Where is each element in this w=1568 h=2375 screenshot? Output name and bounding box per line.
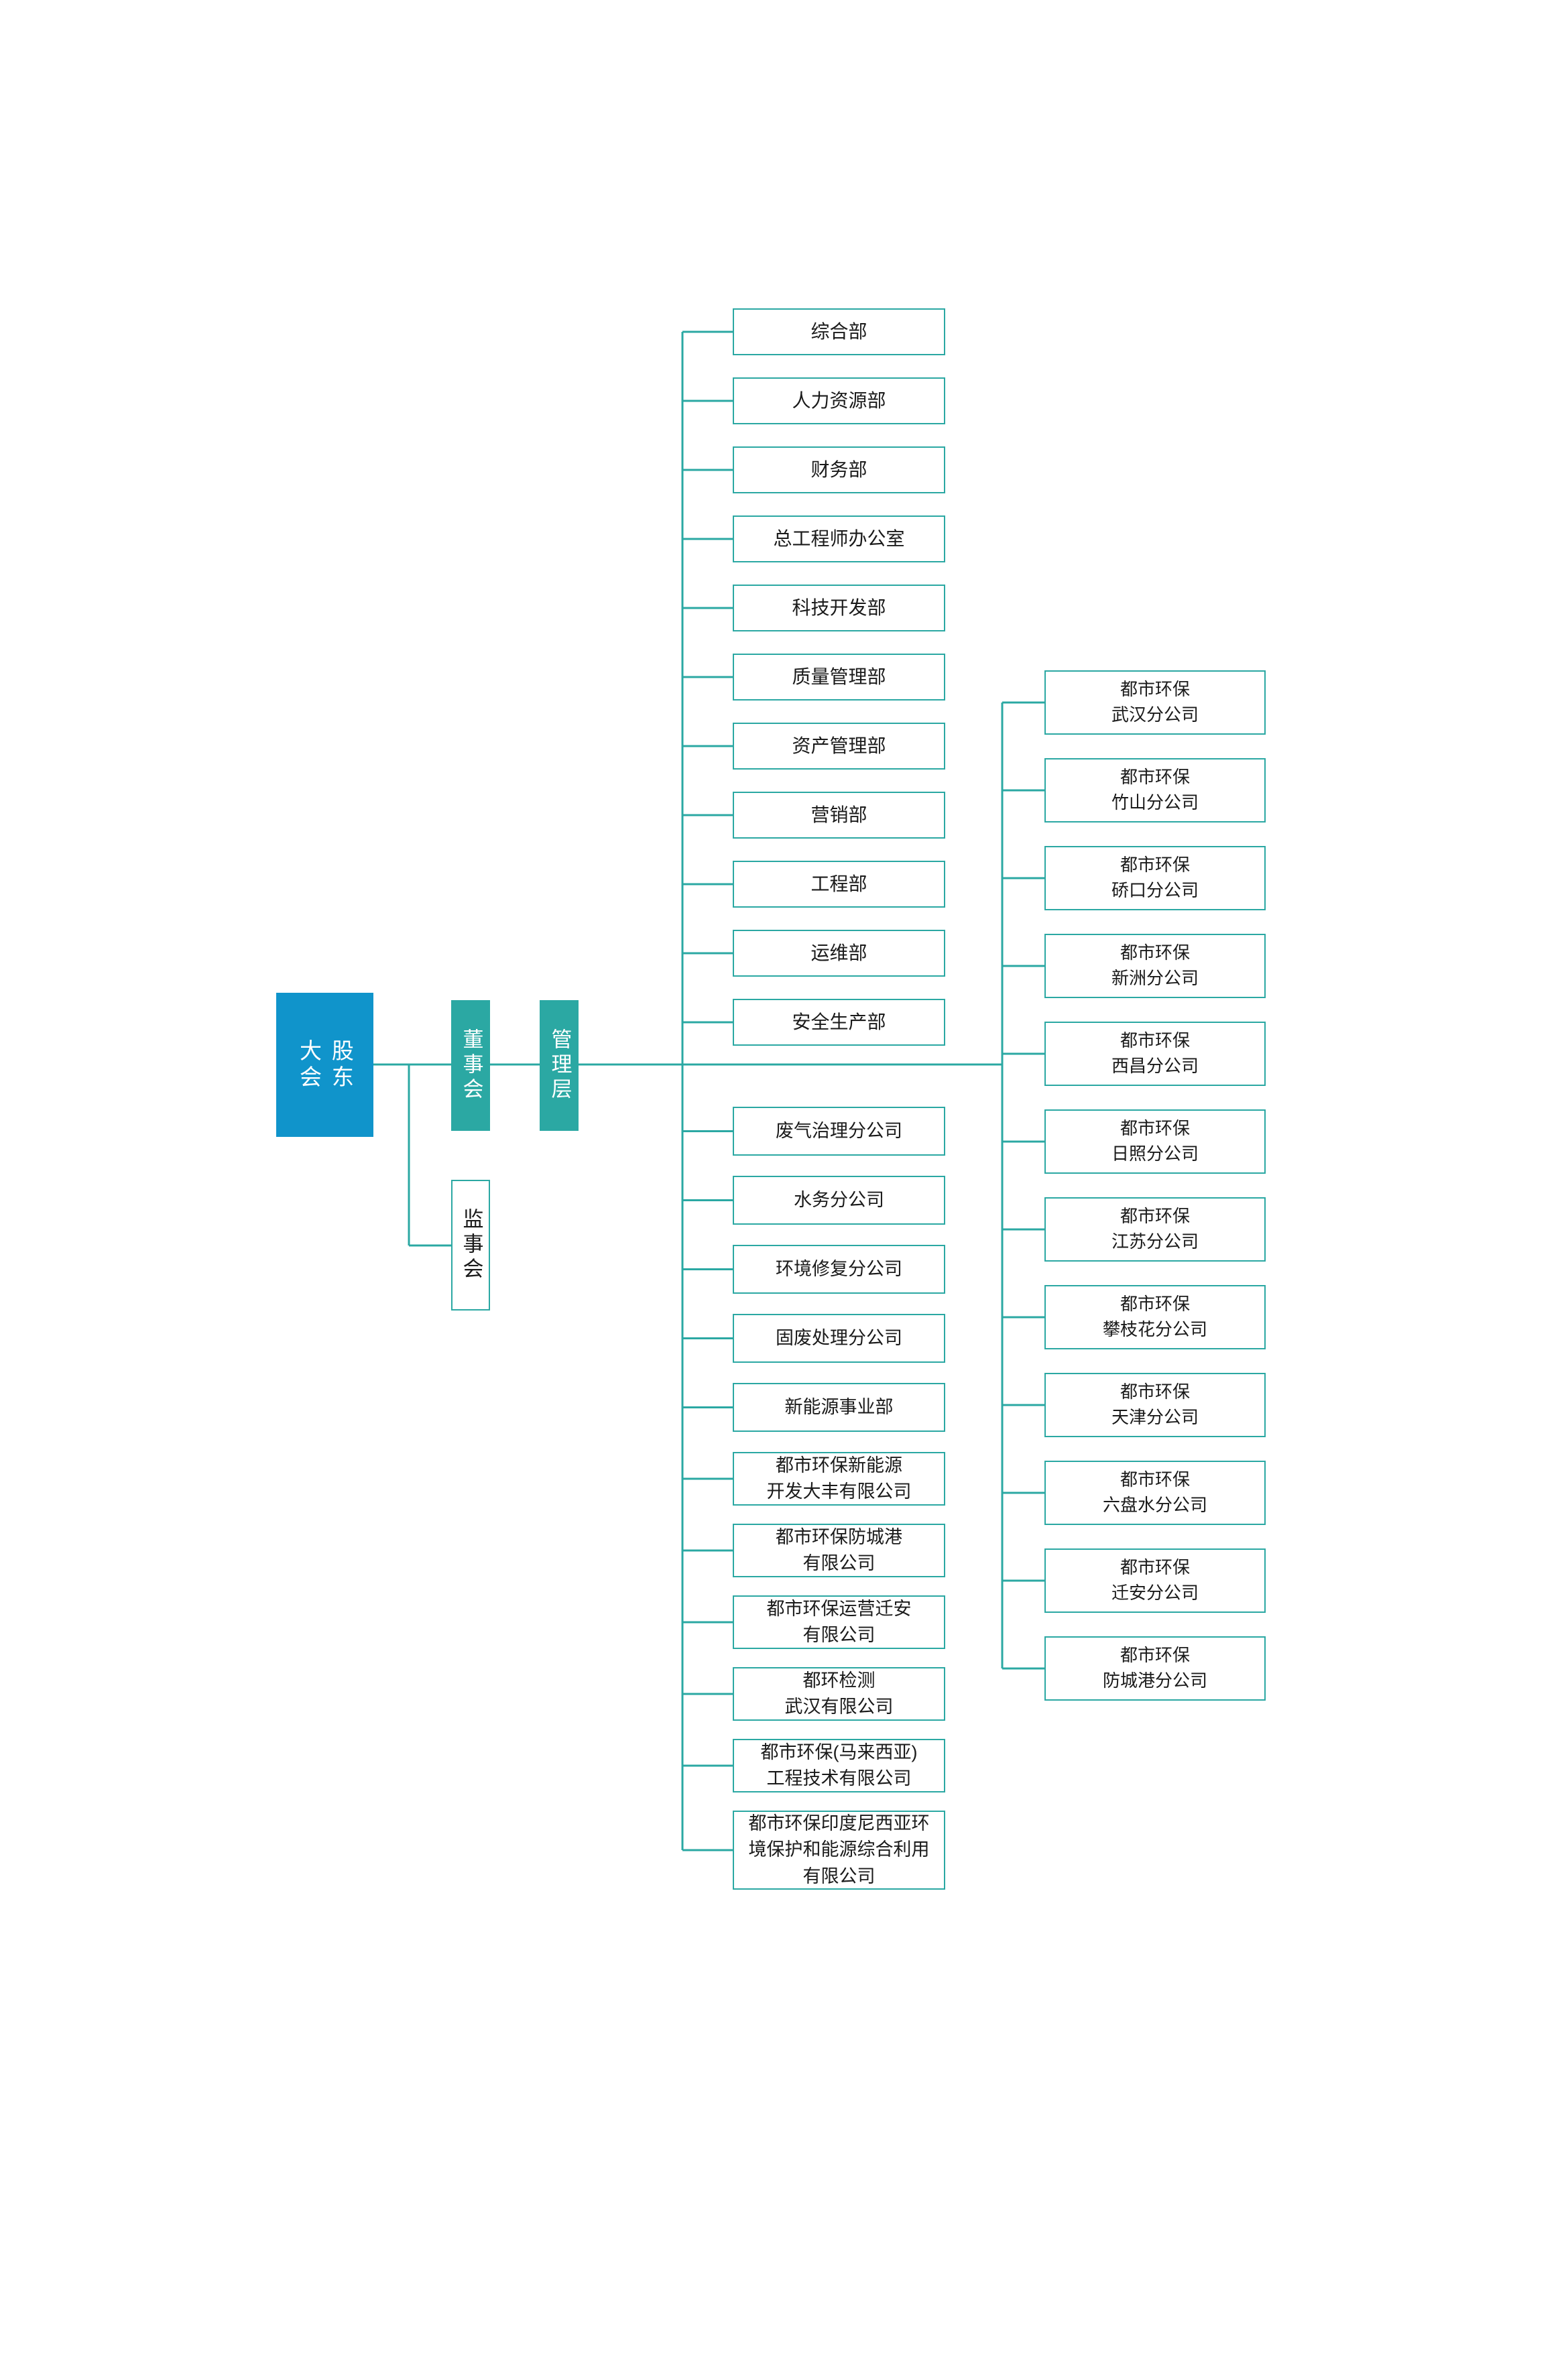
- branch-box[interactable]: 都市环保 武汉分公司: [1044, 670, 1266, 735]
- branch-box[interactable]: 都市环保 新洲分公司: [1044, 934, 1266, 998]
- subsidiary-label: 废气治理分公司: [776, 1120, 902, 1141]
- branch-label: 都市环保 武汉分公司: [1111, 679, 1199, 725]
- node-label: 管理层: [548, 1028, 572, 1103]
- subsidiary-box[interactable]: 固废处理分公司: [733, 1314, 945, 1363]
- branch-box[interactable]: 都市环保 攀枝花分公司: [1044, 1285, 1266, 1349]
- subsidiary-box[interactable]: 都市环保防城港 有限公司: [733, 1524, 945, 1577]
- department-box[interactable]: 总工程师办公室: [733, 515, 945, 562]
- node-board-of-directors[interactable]: 董事会: [451, 1000, 490, 1131]
- branch-label: 都市环保 防城港分公司: [1102, 1645, 1207, 1691]
- department-label: 质量管理部: [792, 666, 886, 687]
- subsidiary-label: 都市环保运营迁安 有限公司: [766, 1598, 912, 1645]
- department-label: 科技开发部: [792, 597, 886, 618]
- branch-box[interactable]: 都市环保 江苏分公司: [1044, 1197, 1266, 1262]
- department-box[interactable]: 财务部: [733, 446, 945, 493]
- subsidiary-label: 都市环保(马来西亚) 工程技术有限公司: [760, 1742, 918, 1788]
- branch-box[interactable]: 都市环保 天津分公司: [1044, 1373, 1266, 1437]
- subsidiary-box[interactable]: 都环检测 武汉有限公司: [733, 1667, 945, 1721]
- department-box[interactable]: 综合部: [733, 308, 945, 355]
- subsidiary-box[interactable]: 环境修复分公司: [733, 1245, 945, 1294]
- department-box[interactable]: 资产管理部: [733, 723, 945, 770]
- subsidiary-label: 都市环保新能源 开发大丰有限公司: [766, 1455, 912, 1502]
- branch-box[interactable]: 都市环保 竹山分公司: [1044, 758, 1266, 823]
- subsidiary-box[interactable]: 都市环保印度尼西亚环 境保护和能源综合利用 有限公司: [733, 1811, 945, 1890]
- department-label: 人力资源部: [792, 389, 886, 411]
- node-management-layer[interactable]: 管理层: [540, 1000, 579, 1131]
- branch-box[interactable]: 都市环保 迁安分公司: [1044, 1548, 1266, 1613]
- department-box[interactable]: 营销部: [733, 792, 945, 839]
- subsidiary-label: 水务分公司: [794, 1189, 884, 1210]
- subsidiary-label: 都市环保防城港 有限公司: [776, 1526, 902, 1573]
- branch-label: 都市环保 天津分公司: [1111, 1382, 1199, 1427]
- subsidiary-label: 都市环保印度尼西亚环 境保护和能源综合利用 有限公司: [748, 1813, 930, 1886]
- branch-box[interactable]: 都市环保 日照分公司: [1044, 1109, 1266, 1174]
- branch-box[interactable]: 都市环保 硚口分公司: [1044, 846, 1266, 910]
- branch-label: 都市环保 江苏分公司: [1111, 1206, 1199, 1252]
- department-label: 总工程师办公室: [773, 528, 905, 549]
- subsidiary-label: 新能源事业部: [784, 1396, 894, 1417]
- node-supervisory-board[interactable]: 监事会: [451, 1180, 490, 1311]
- subsidiary-label: 环境修复分公司: [776, 1258, 902, 1279]
- subsidiary-box[interactable]: 新能源事业部: [733, 1383, 945, 1432]
- node-label: 股东 大会: [296, 1038, 354, 1091]
- subsidiary-box[interactable]: 都市环保新能源 开发大丰有限公司: [733, 1452, 945, 1506]
- branch-label: 都市环保 新洲分公司: [1111, 942, 1199, 988]
- branch-label: 都市环保 攀枝花分公司: [1102, 1294, 1207, 1339]
- department-box[interactable]: 质量管理部: [733, 654, 945, 701]
- branch-label: 都市环保 六盘水分公司: [1102, 1469, 1207, 1515]
- department-label: 资产管理部: [792, 735, 886, 756]
- node-label: 监事会: [459, 1208, 483, 1282]
- subsidiary-box[interactable]: 都市环保(马来西亚) 工程技术有限公司: [733, 1739, 945, 1792]
- department-label: 营销部: [810, 804, 867, 825]
- subsidiary-label: 都环检测 武汉有限公司: [784, 1670, 894, 1717]
- subsidiary-box[interactable]: 废气治理分公司: [733, 1107, 945, 1156]
- branch-box[interactable]: 都市环保 西昌分公司: [1044, 1022, 1266, 1086]
- branch-label: 都市环保 西昌分公司: [1111, 1030, 1199, 1076]
- department-label: 运维部: [810, 942, 867, 963]
- branch-label: 都市环保 迁安分公司: [1111, 1557, 1199, 1603]
- node-label: 董事会: [459, 1028, 483, 1103]
- department-box[interactable]: 安全生产部: [733, 999, 945, 1046]
- department-box[interactable]: 工程部: [733, 861, 945, 908]
- department-box[interactable]: 运维部: [733, 930, 945, 977]
- branch-box[interactable]: 都市环保 六盘水分公司: [1044, 1461, 1266, 1525]
- department-label: 工程部: [810, 873, 867, 894]
- branch-box[interactable]: 都市环保 防城港分公司: [1044, 1636, 1266, 1701]
- subsidiary-label: 固废处理分公司: [776, 1327, 902, 1348]
- department-label: 综合部: [810, 320, 867, 342]
- branch-label: 都市环保 硚口分公司: [1111, 855, 1199, 900]
- subsidiary-box[interactable]: 都市环保运营迁安 有限公司: [733, 1595, 945, 1649]
- department-box[interactable]: 科技开发部: [733, 585, 945, 631]
- node-shareholders-meeting[interactable]: 股东 大会: [276, 993, 373, 1137]
- subsidiary-box[interactable]: 水务分公司: [733, 1176, 945, 1225]
- department-label: 财务部: [810, 459, 867, 480]
- department-box[interactable]: 人力资源部: [733, 377, 945, 424]
- department-label: 安全生产部: [792, 1011, 886, 1032]
- branch-label: 都市环保 日照分公司: [1111, 1118, 1199, 1164]
- branch-label: 都市环保 竹山分公司: [1111, 767, 1199, 812]
